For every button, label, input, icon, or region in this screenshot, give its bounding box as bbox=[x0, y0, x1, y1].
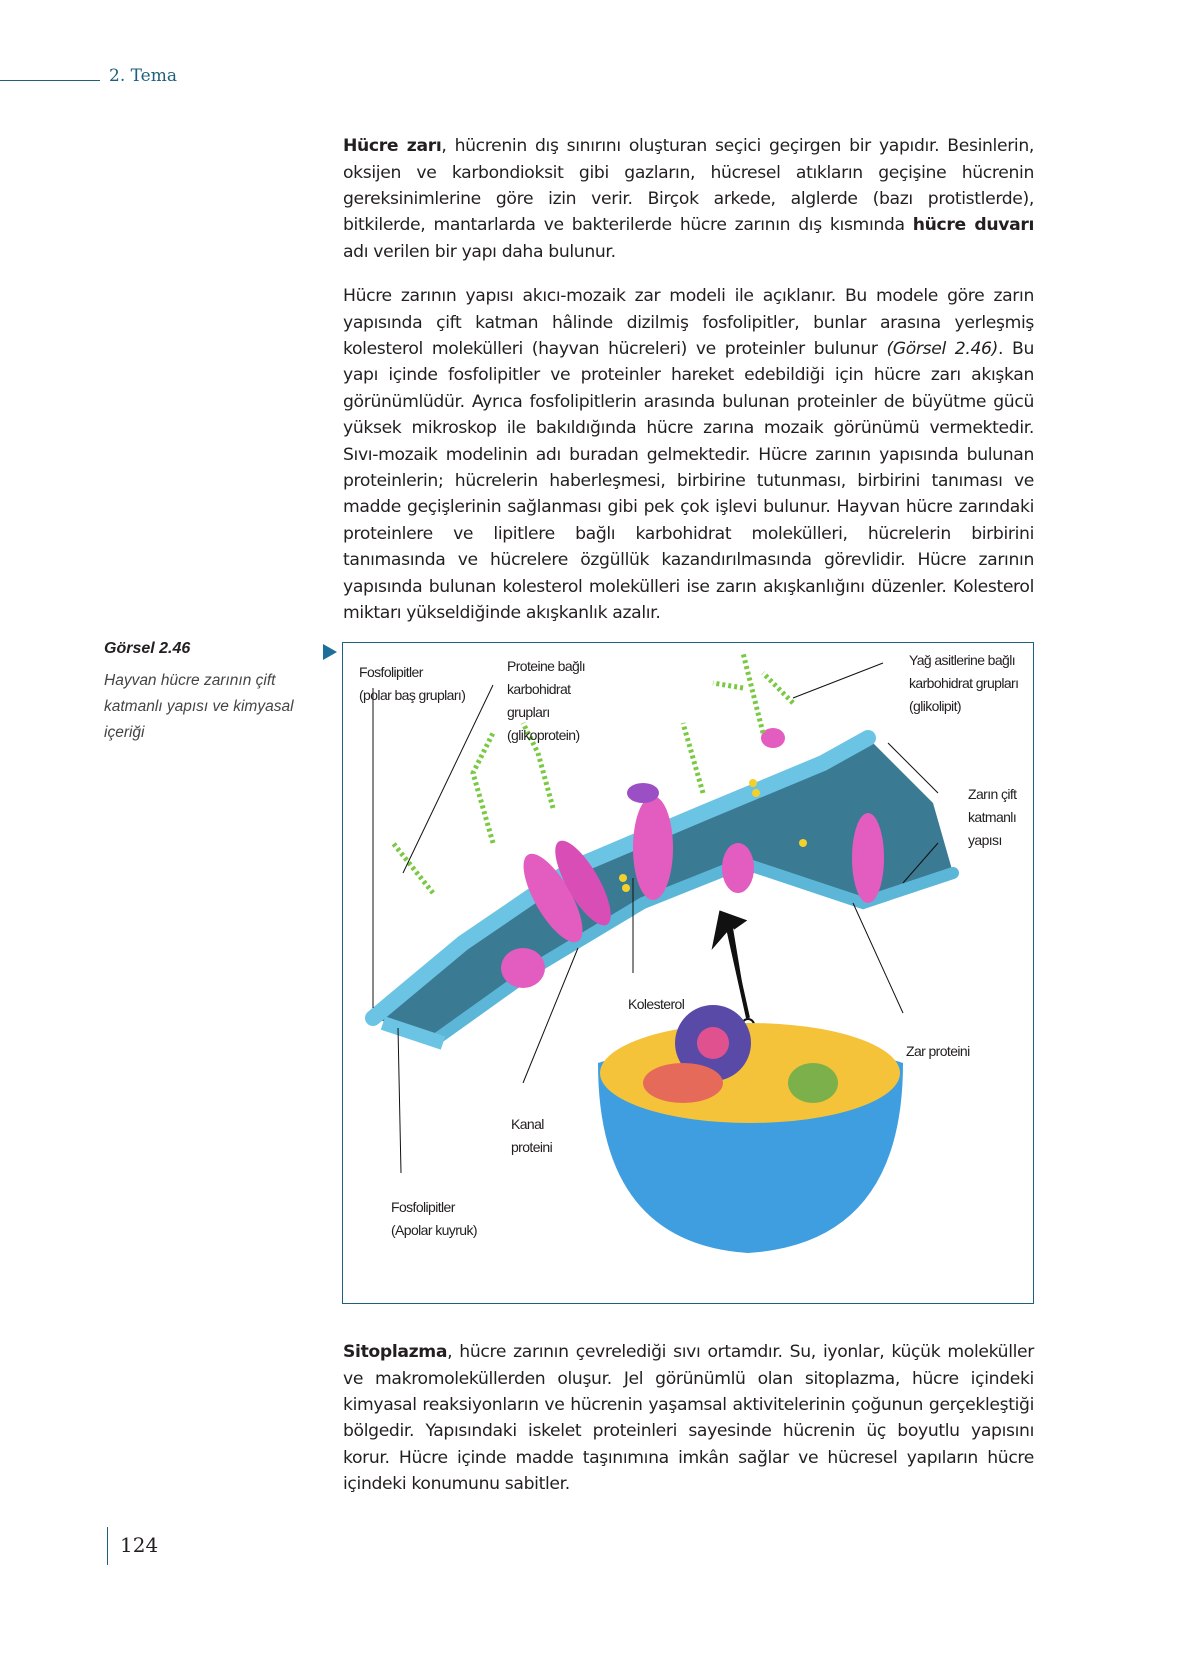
paragraph-cytoplasm: Sitoplazma, hücre zarının çevrelediği sı… bbox=[343, 1339, 1034, 1497]
term-cytoplasm: Sitoplazma bbox=[343, 1342, 448, 1363]
figure-pointer-icon bbox=[323, 644, 337, 660]
label-glycoprotein: Proteine bağlı karbohidrat grupları (gli… bbox=[507, 658, 586, 743]
cholesterol-molecules bbox=[619, 779, 807, 892]
protein-shape bbox=[722, 843, 754, 893]
paragraph-text: , hücre zarının çevrelediği sıvı ortamdı… bbox=[343, 1342, 1034, 1495]
leader-lines bbox=[372, 662, 939, 1174]
protein-shape bbox=[761, 728, 785, 748]
membrane-illustration bbox=[365, 652, 959, 1253]
label-phospholipid-tails: Fosfolipitler (Apolar kuyruk) bbox=[391, 1199, 478, 1238]
channel-protein-shape bbox=[523, 853, 583, 943]
paragraph-cell-membrane: Hücre zarı, hücrenin dış sınırını oluştu… bbox=[343, 133, 1034, 265]
protein-cap bbox=[627, 783, 659, 803]
label-cholesterol: Kolesterol bbox=[628, 996, 685, 1012]
paragraph-fluid-mosaic: Hücre zarının yapısı akıcı-mozaik zar mo… bbox=[343, 283, 1034, 626]
paragraph-text: , hücrenin dış sınırını oluşturan seçici… bbox=[343, 136, 1034, 236]
zoom-arrow-icon bbox=[711, 910, 750, 1019]
carbohydrate-chains bbox=[391, 652, 795, 895]
paragraph-text: adı verilen bir yapı daha bulunur. bbox=[343, 241, 616, 262]
term-cell-wall: hücre duvarı bbox=[912, 215, 1035, 236]
nucleolus-shape bbox=[697, 1027, 729, 1059]
label-glycolipid: Yağ asitlerine bağlı karbohidrat gruplar… bbox=[909, 652, 1019, 714]
label-channel-protein: Kanal proteini bbox=[511, 1116, 553, 1155]
paragraph-text: Hücre zarının yapısı akıcı-mozaik zar mo… bbox=[343, 286, 1034, 359]
membrane-edge bbox=[380, 1016, 446, 1050]
section-header: 2. Tema bbox=[109, 66, 177, 86]
term-cell-membrane: Hücre zarı bbox=[343, 136, 442, 157]
endoplasmic-reticulum-shape bbox=[643, 1063, 723, 1103]
figure-cell-membrane: Fosfolipitler (polar baş grupları) Prote… bbox=[342, 642, 1034, 1304]
page-number-rule bbox=[107, 1527, 108, 1565]
membrane-protein-shape bbox=[852, 813, 884, 903]
figure-reference: (Görsel 2.46) bbox=[886, 339, 999, 359]
label-bilayer: Zarın çift katmanlı yapısı bbox=[968, 786, 1017, 848]
label-phospholipid-heads: Fosfolipitler (polar baş grupları) bbox=[359, 664, 466, 703]
protein-shape bbox=[633, 796, 673, 900]
figure-title: Görsel 2.46 bbox=[104, 640, 191, 657]
page-number: 124 bbox=[120, 1533, 159, 1557]
golgi-shape bbox=[788, 1063, 838, 1103]
channel-protein-shape bbox=[555, 840, 611, 926]
paragraph-text: . Bu yapı içinde fosfolipitler ve protei… bbox=[343, 339, 1034, 624]
header-rule bbox=[0, 80, 100, 81]
protein-shape bbox=[501, 948, 545, 988]
label-membrane-protein: Zar proteini bbox=[906, 1043, 970, 1059]
figure-caption: Hayvan hücre zarının çift katmanlı yapıs… bbox=[104, 672, 294, 741]
